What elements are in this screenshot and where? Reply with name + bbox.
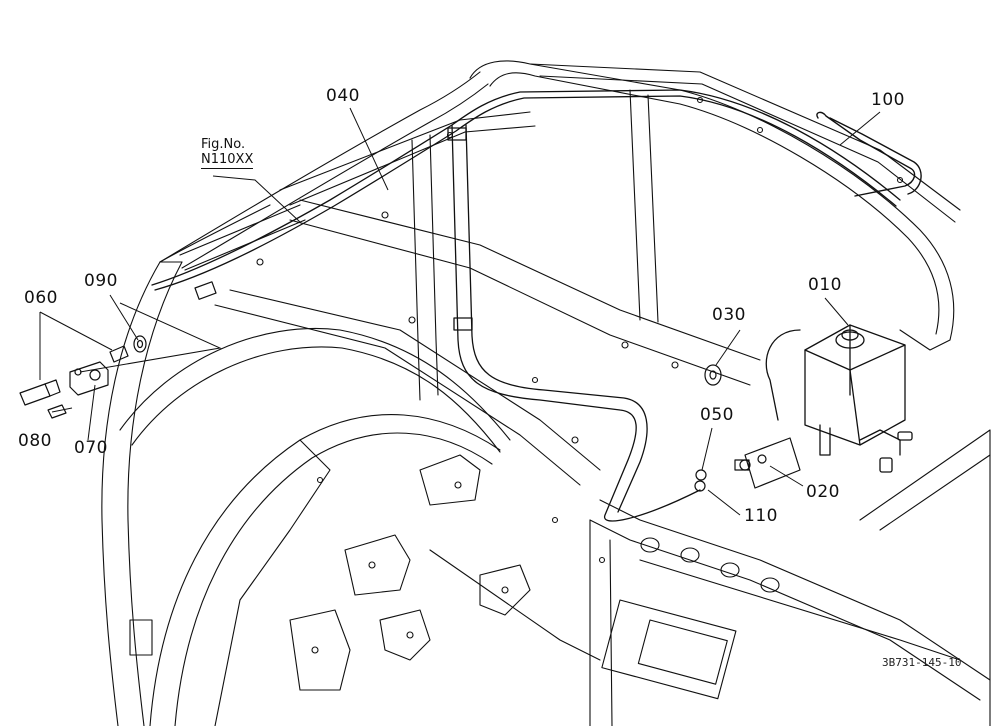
callout-010: 010 [808,275,842,295]
callout-090: 090 [84,271,118,291]
callout-030: 030 [712,305,746,325]
bracket-020 [735,438,800,488]
door-frame-arc [150,415,500,726]
figure-reference-line2: N110XX [201,151,254,169]
windshield-lower-arc [120,328,510,452]
roof-rear-frame [470,61,960,350]
callout-110: 110 [744,506,778,526]
roof-front-arc [160,72,488,268]
cross-member [215,200,760,485]
lower-right-structure [590,430,990,726]
washer-tank [766,325,912,472]
left-parts [20,336,146,418]
washer-hose [152,90,900,521]
left-front-pillar [102,262,182,726]
part-100-rod [817,112,921,196]
leader-lines [40,108,880,515]
callout-100: 100 [871,90,905,110]
interior-brackets [130,455,600,690]
rear-pillar-center [412,90,658,400]
figure-reference: Fig.No. N110XX [201,137,254,169]
fittings [195,282,721,491]
callout-020: 020 [806,482,840,502]
callout-060: 060 [24,288,58,308]
callout-070: 070 [74,438,108,458]
callout-080: 080 [18,431,52,451]
drawing-id: 3B731-145-10 [882,656,962,669]
frame-holes [257,98,903,563]
figure-reference-line1: Fig.No. [201,137,246,152]
callout-040: 040 [326,86,360,106]
callout-050: 050 [700,405,734,425]
